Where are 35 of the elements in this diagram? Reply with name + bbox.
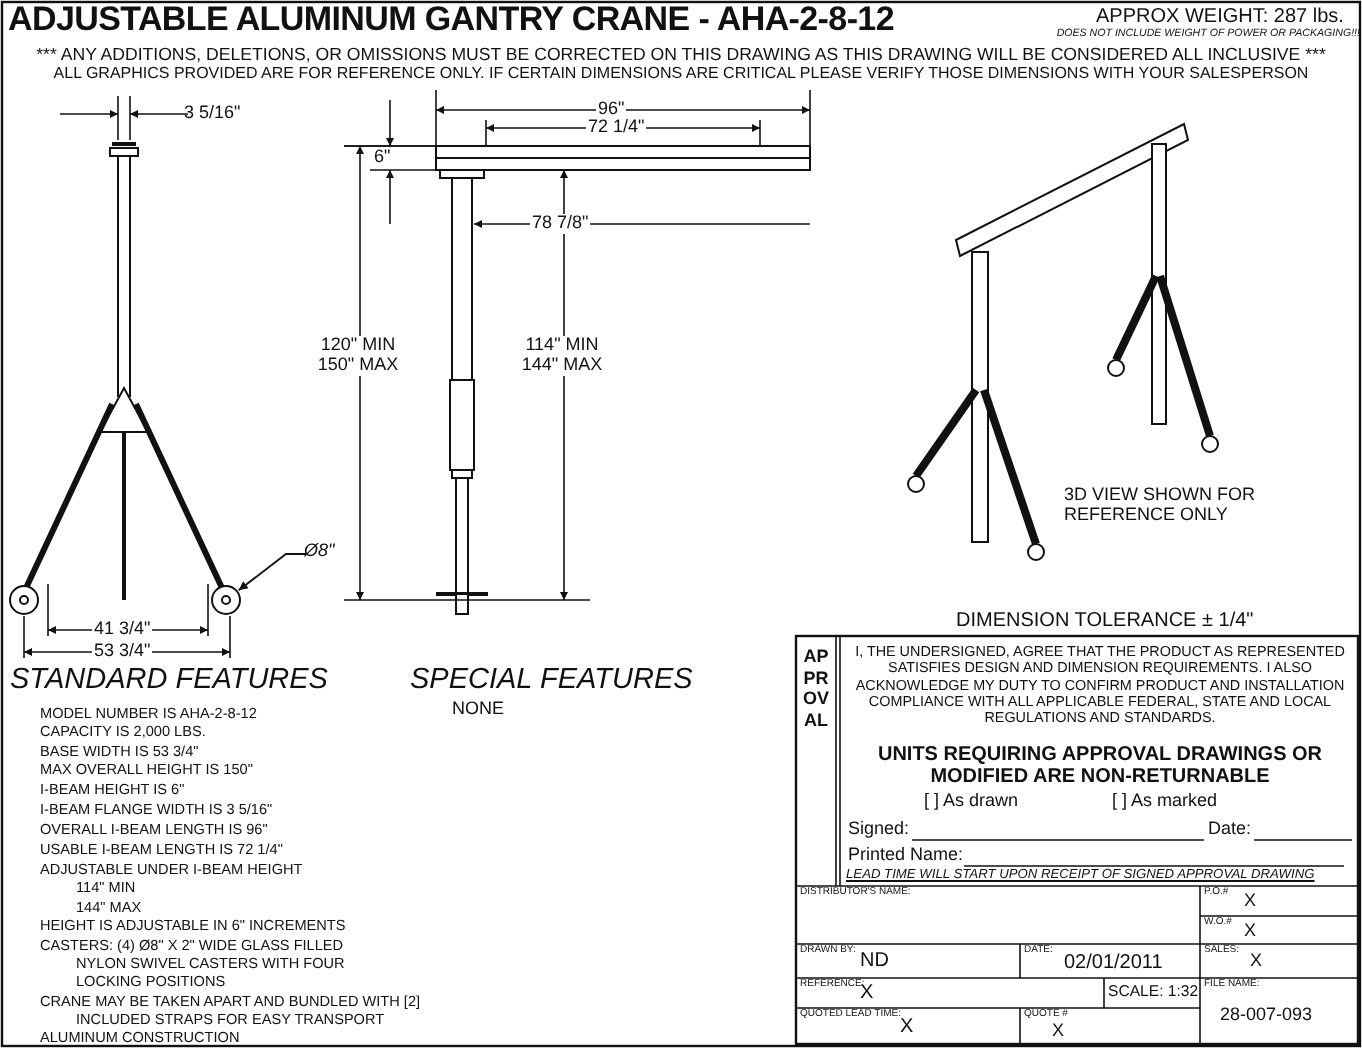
dimension-label: 96"	[596, 100, 627, 120]
section-heading: SPECIAL FEATURES	[410, 666, 693, 698]
field-label: Date:	[1208, 820, 1252, 840]
warning-note: UNITS REQUIRING APPROVAL DRAWINGS OR MODIFIED ARE NON-RETURNABLE	[875, 744, 1325, 788]
tolerance-note: DIMENSION TOLERANCE ± 1/4"	[956, 610, 1254, 632]
weight-note: APPROX WEIGHT: 287 lbs.	[1096, 6, 1344, 28]
view-note: 3D VIEW SHOWN FOR REFERENCE ONLY	[1064, 486, 1258, 526]
field-value: ND	[860, 950, 889, 972]
field-value: X	[900, 1016, 914, 1038]
field-label: Printed Name:	[848, 846, 964, 866]
dimension-label: 41 3/4"	[92, 620, 153, 640]
disclaimer-note: ALL GRAPHICS PROVIDED ARE FOR REFERENCE ONLY. IF CERTAIN DIMENSIONS ARE CRITICAL PLEASE VERIFY THOSE DIMENSIONS WITH YOUR SALESPERSON	[51, 66, 1311, 84]
checkbox-option: [ ] As drawn	[924, 792, 1019, 812]
field-value: X	[1244, 922, 1257, 942]
field-value: 02/01/2011	[1064, 952, 1163, 974]
dimension-label: 53 3/4"	[92, 642, 153, 662]
drawing-title: ADJUSTABLE ALUMINUM GANTRY CRANE - AHA-2-8-12	[8, 2, 894, 40]
disclaimer-note: *** ANY ADDITIONS, DELETIONS, OR OMISSIONS MUST BE CORRECTED ON THIS DRAWING AS THIS DRAWING WILL BE CONSIDERED ALL INCLUSIVE ***	[34, 46, 1328, 66]
field-label: Signed:	[848, 820, 910, 840]
callout-label: Ø8"	[304, 542, 335, 562]
dimension-label: 3 5/16"	[184, 104, 241, 124]
dimension-label: 6"	[374, 148, 391, 168]
checkbox-option: [ ] As marked	[1112, 792, 1218, 812]
field-value: X	[860, 982, 874, 1004]
dimension-label: 78 7/8"	[530, 214, 591, 234]
feature-item: NONE	[452, 700, 505, 720]
section-heading: STANDARD FEATURES	[10, 666, 328, 698]
leader-line	[237, 553, 307, 592]
field-value: X	[1250, 952, 1263, 972]
dimension-label: 72 1/4"	[586, 118, 647, 138]
field-value: X	[1052, 1022, 1065, 1042]
approval-heading: APPROVAL	[802, 646, 830, 730]
field-value: X	[1244, 892, 1257, 912]
field-value: 28-007-093	[1220, 1006, 1313, 1026]
caster-wheel-icon	[211, 585, 241, 615]
